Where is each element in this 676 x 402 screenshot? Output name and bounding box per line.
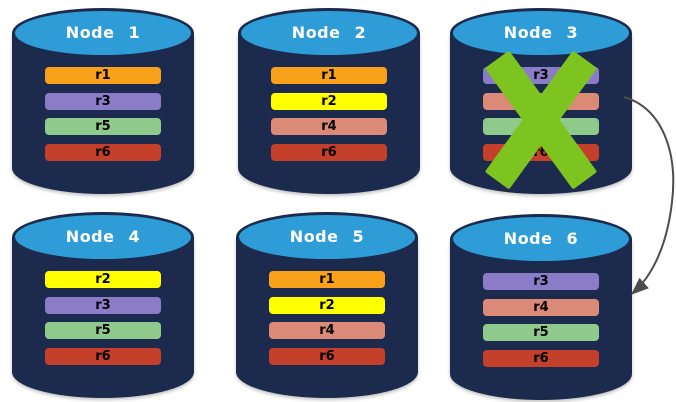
replica-bar-r2: r2 <box>271 92 387 110</box>
cylinder-top: Node 1 <box>12 8 194 58</box>
replica-bar-r4: r4 <box>271 118 387 135</box>
replica-list: r1 r2 r4 r6 <box>269 271 385 365</box>
cylinder-top: Node 5 <box>236 212 418 262</box>
replica-bar-r5: r5 <box>45 322 161 339</box>
replica-bar-r3: r3 <box>45 296 161 314</box>
replica-bar-r5: r5 <box>483 324 599 341</box>
node-title: Node 4 <box>65 226 141 246</box>
node-title: Node 1 <box>65 22 141 42</box>
replica-bar-r6: r6 <box>271 143 387 161</box>
replica-bar-r3: r3 <box>45 92 161 110</box>
node-title: Node 6 <box>503 228 579 248</box>
node-6: Node 6 r3 r4 r5 r6 <box>450 214 632 400</box>
replica-bar-r3: r3 <box>483 273 599 290</box>
cylinder-body <box>12 33 194 194</box>
replica-bar-r5: r5 <box>45 118 161 135</box>
cylinder-body <box>12 237 194 398</box>
replica-bar-r1: r1 <box>45 67 161 84</box>
replica-bar-r1: r1 <box>269 271 385 288</box>
replica-bar-r2: r2 <box>269 296 385 314</box>
replica-bar-r1: r1 <box>271 67 387 84</box>
replica-bar-r6: r6 <box>45 143 161 161</box>
cylinder-top: Node 6 <box>450 214 632 264</box>
node-title: Node 2 <box>291 22 367 42</box>
cylinder-body <box>236 237 418 398</box>
replica-list: r1 r3 r5 r6 <box>45 67 161 161</box>
cylinder-top: Node 4 <box>12 212 194 262</box>
node-2: Node 2 r1 r2 r4 r6 <box>238 8 420 194</box>
node-5: Node 5 r1 r2 r4 r6 <box>236 212 418 398</box>
node-title: Node 3 <box>503 22 579 42</box>
replica-bar-r4: r4 <box>483 298 599 316</box>
replica-bar-r6: r6 <box>45 347 161 365</box>
replica-list: r2 r3 r5 r6 <box>45 271 161 365</box>
replica-bar-r6: r6 <box>269 347 385 365</box>
node-title: Node 5 <box>289 226 365 246</box>
node-1: Node 1 r1 r3 r5 r6 <box>12 8 194 194</box>
replica-list: r3 r4 r5 r6 <box>483 273 599 367</box>
node-3: Node 3r3r4r5r6 <box>450 8 632 194</box>
node-4: Node 4 r2 r3 r5 r6 <box>12 212 194 398</box>
replica-bar-r2: r2 <box>45 271 161 288</box>
cylinder-top: Node 2 <box>238 8 420 58</box>
replica-bar-r6: r6 <box>483 349 599 367</box>
cylinder-body <box>450 239 632 400</box>
cylinder-body <box>238 33 420 194</box>
replica-bar-r4: r4 <box>269 322 385 339</box>
replica-list: r1 r2 r4 r6 <box>271 67 387 161</box>
cylinder-top: Node 3 <box>450 8 632 58</box>
